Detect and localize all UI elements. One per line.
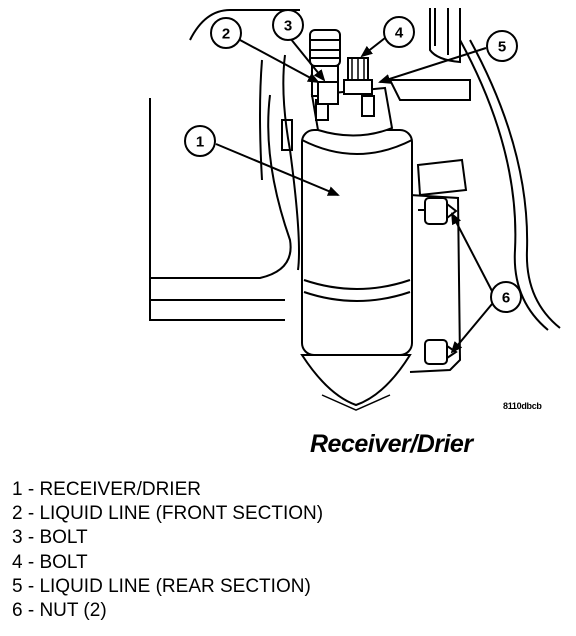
callout-1-label: 1 — [196, 134, 204, 151]
callout-3-label: 3 — [284, 18, 292, 35]
figure-title: Receiver/Drier — [310, 430, 473, 458]
callout-2-label: 2 — [222, 26, 230, 43]
legend-item: 2 - LIQUID LINE (FRONT SECTION) — [12, 503, 324, 525]
figure-code: 8110dbcb — [503, 401, 542, 411]
callout-3: 3 — [272, 9, 304, 41]
callout-1: 1 — [184, 125, 216, 157]
legend-item: 5 - LIQUID LINE (REAR SECTION) — [12, 575, 311, 597]
legend-item: 4 - BOLT — [12, 551, 88, 573]
background-lines — [149, 8, 561, 331]
callout-6-label: 6 — [502, 290, 510, 307]
receiver-drier-canister — [300, 86, 413, 411]
callout-5: 5 — [486, 30, 518, 62]
leader-arrows — [215, 37, 493, 354]
callout-4: 4 — [383, 16, 415, 48]
legend-item: 6 - NUT (2) — [12, 600, 107, 622]
callout-5-label: 5 — [498, 39, 506, 56]
receiver-drier-diagram: 1 2 3 4 5 6 — [149, 8, 561, 411]
legend-list: 1 - RECEIVER/DRIER 2 - LIQUID LINE (FRON… — [12, 478, 323, 623]
legend-item: 3 - BOLT — [12, 527, 88, 549]
callout-4-label: 4 — [395, 25, 404, 42]
callout-2: 2 — [210, 17, 242, 49]
callout-6: 6 — [490, 281, 522, 313]
legend-item: 1 - RECEIVER/DRIER — [12, 479, 201, 500]
